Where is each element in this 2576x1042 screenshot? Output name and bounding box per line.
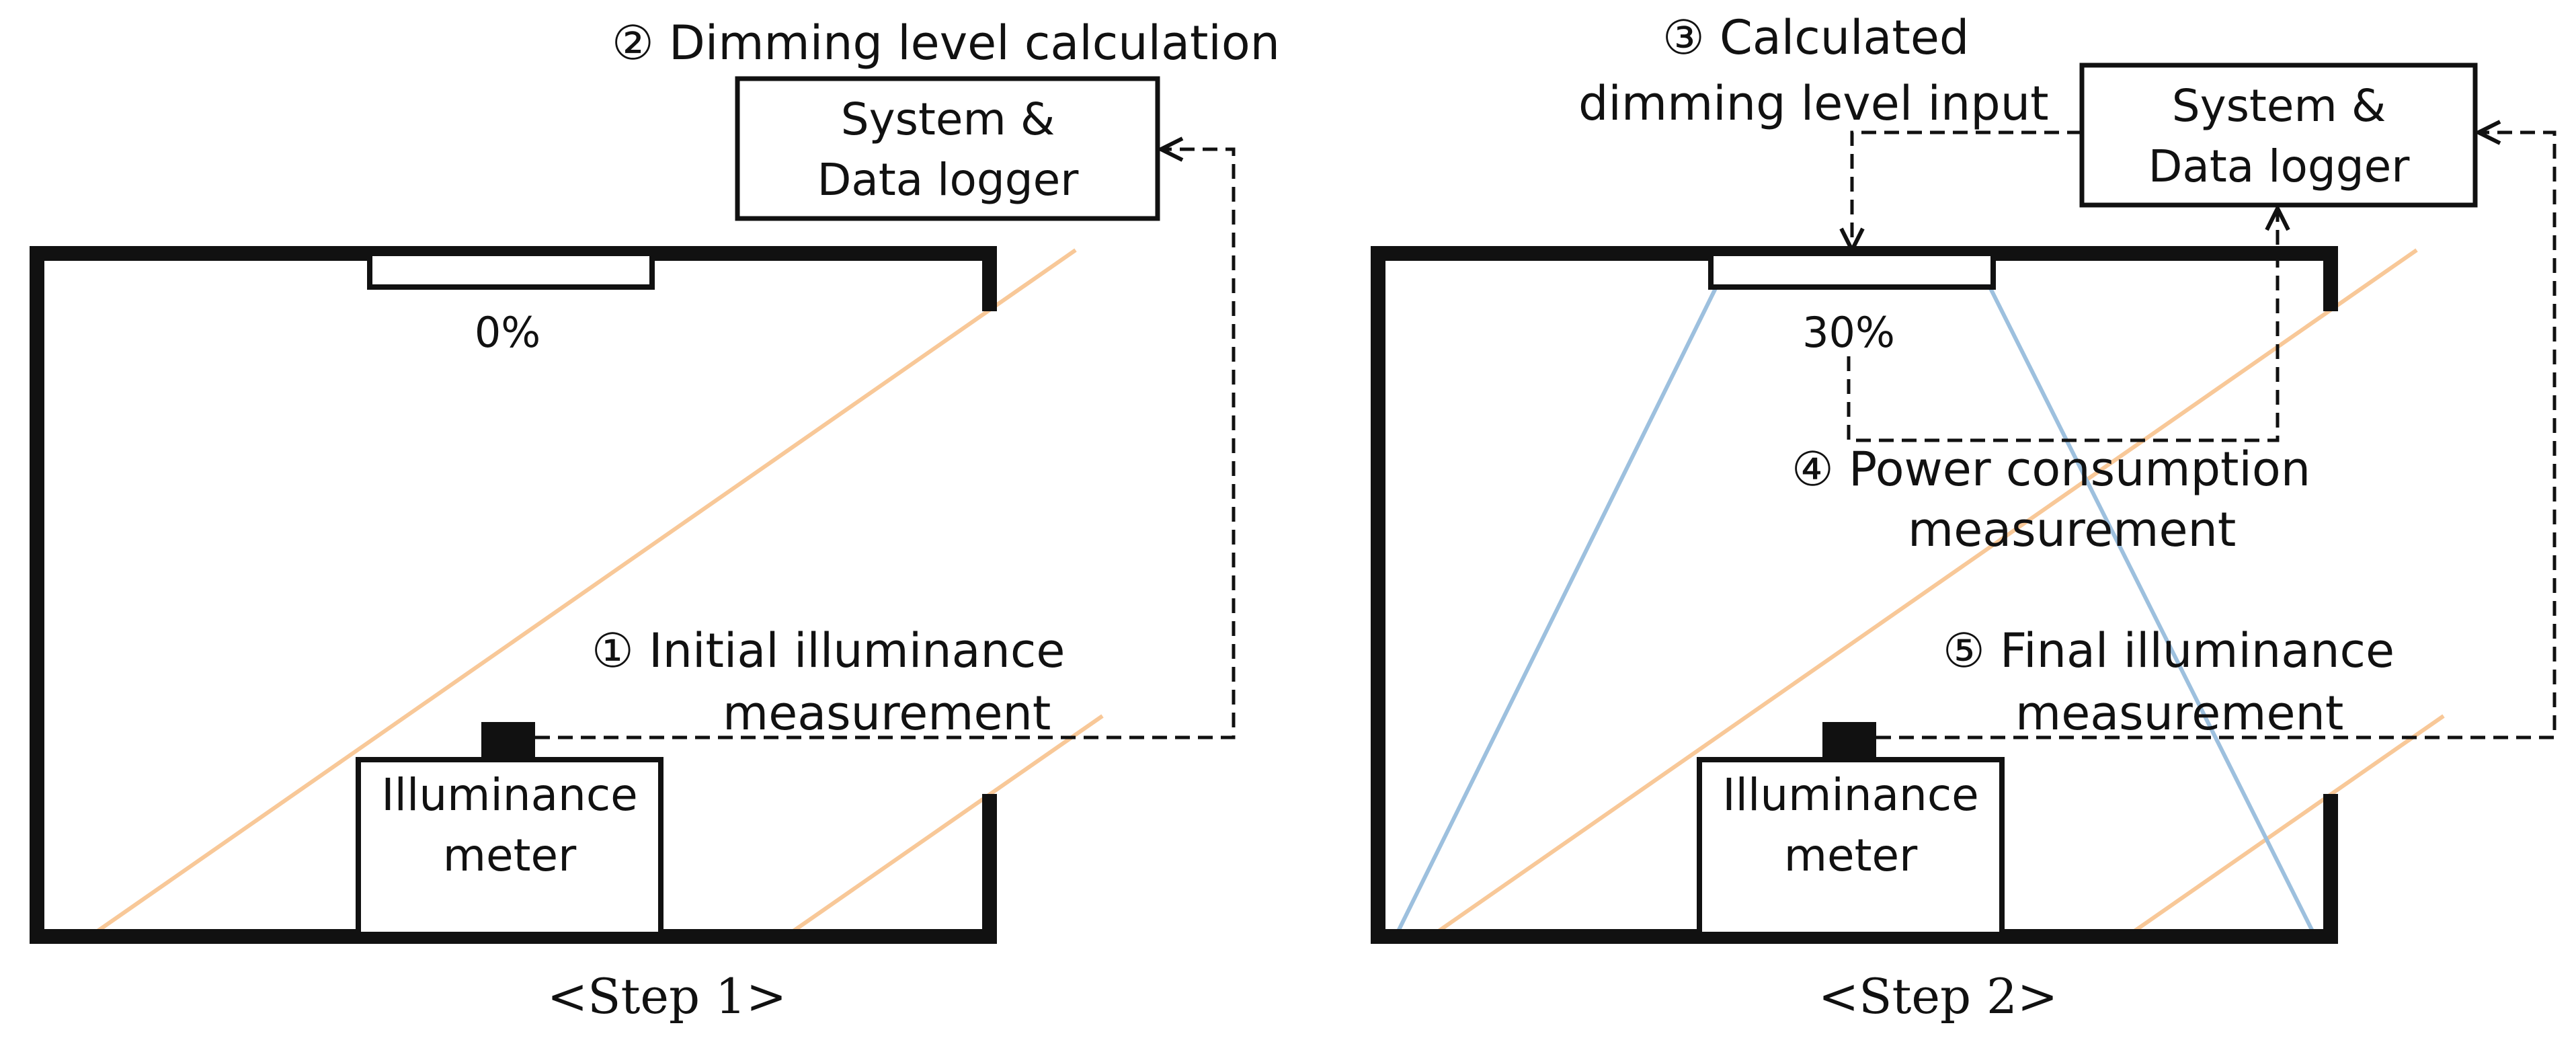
step-3-dimming-input-label-line2: dimming level input [1578, 76, 2049, 131]
daylight-ray [792, 714, 1104, 933]
meter-label-line1: Illuminance [381, 769, 638, 821]
illuminance-meter [1697, 757, 2005, 937]
meter-sensor [1822, 722, 1876, 760]
daylight-ray [1437, 248, 2418, 933]
logger-label-line2: Data logger [2148, 141, 2411, 192]
system-data-logger [735, 76, 1160, 221]
meter-label-line2: meter [1784, 830, 1918, 881]
step-5-final-illuminance-label-line2: measurement [2015, 686, 2343, 741]
dimming-level-value: 30% [1802, 308, 1895, 357]
room-walls [1371, 246, 2338, 944]
light-beam-left [1396, 286, 1718, 932]
step-5-final-illuminance-label: ⑤ Final illuminance [1943, 623, 2394, 678]
step-4-power-consumption-label: ④ Power consumption [1792, 442, 2310, 497]
logger-label-line1: System & [841, 93, 1055, 145]
dimming-level-value: 0% [475, 308, 540, 357]
step1-caption: <Step 1> [547, 968, 787, 1025]
measurement-signal-arrow [535, 149, 1236, 739]
dimming-input-arrow [1852, 130, 2082, 250]
room-walls [30, 246, 997, 944]
luminaire [367, 251, 655, 290]
logger-label-line1: System & [2172, 80, 2386, 132]
step2-caption: <Step 2> [1818, 968, 2058, 1025]
luminaire [1708, 251, 1996, 290]
meter-label-line1: Illuminance [1722, 769, 1979, 821]
meter-sensor [481, 722, 535, 760]
system-data-logger [2079, 63, 2478, 208]
logger-label-line2: Data logger [817, 154, 1080, 206]
step-1-initial-illuminance-label: ① Initial illuminance [592, 623, 1065, 678]
illuminance-meter [356, 757, 663, 937]
step-1-initial-illuminance-label-line2: measurement [723, 686, 1051, 741]
step-3-dimming-input-label: ③ Calculated [1662, 10, 1969, 65]
meter-label-line2: meter [443, 830, 577, 881]
step-4-power-consumption-label-line2: measurement [1908, 502, 2236, 557]
daylight-ray [96, 248, 1077, 933]
daylight-ray [2133, 714, 2445, 933]
step2-panel: 30% Illuminance meter System & Data logg… [1371, 10, 2557, 1025]
power-measurement-arrow [1847, 208, 2278, 442]
step-2-dimming-calculation-label: ② Dimming level calculation [612, 15, 1280, 71]
light-beam-right [1988, 286, 2315, 932]
step1-panel: 0% Illuminance meter System & Data logge… [30, 15, 1280, 1025]
